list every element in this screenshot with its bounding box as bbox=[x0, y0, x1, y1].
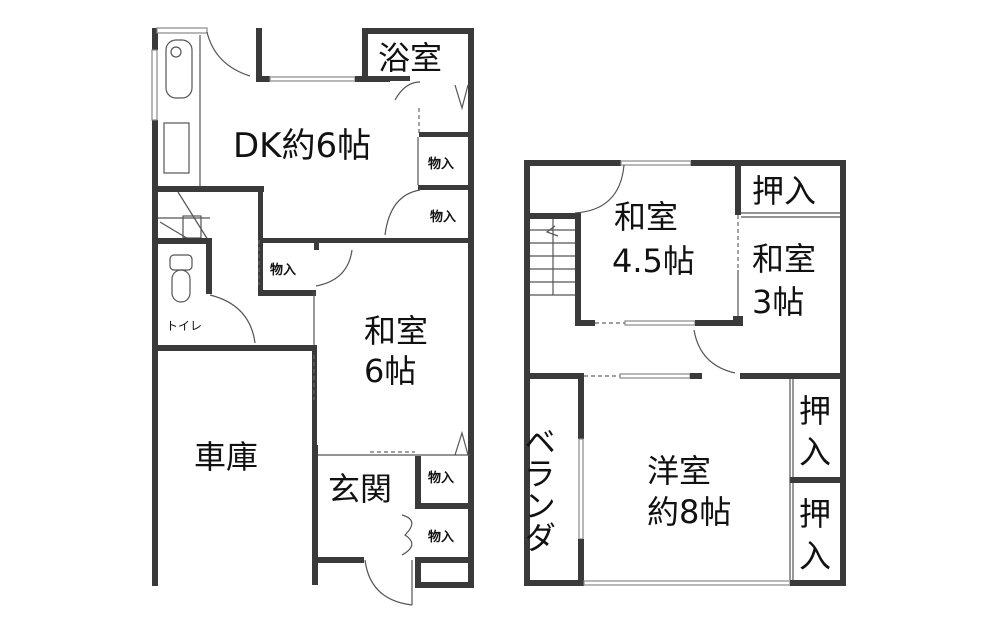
room-label-washitsu-45-line1: 和室 bbox=[614, 198, 678, 236]
floor-1 bbox=[151, 27, 474, 606]
room-label-washitsu-45-line2: 4.5帖 bbox=[612, 242, 695, 280]
room-label-washitsu-3-line1: 和室 bbox=[752, 240, 816, 278]
room-label-dk: DK約6帖 bbox=[233, 126, 371, 166]
room-label-oshiire-2b: 入 bbox=[799, 433, 831, 471]
room-label-garage: 車庫 bbox=[194, 438, 258, 476]
room-label-veranda: ベランダ bbox=[519, 425, 557, 553]
room-label-washitsu-6-line2: 6帖 bbox=[364, 352, 416, 390]
room-label-storage-2: 物入 bbox=[430, 209, 456, 225]
room-label-oshiire-3b: 入 bbox=[799, 537, 831, 575]
room-label-storage-1: 物入 bbox=[428, 156, 454, 172]
room-label-oshiire-2a: 押 bbox=[799, 392, 831, 430]
room-label-washitsu-3-line2: 3帖 bbox=[752, 283, 804, 321]
room-label-youshitsu-line2: 約8帖 bbox=[647, 493, 731, 531]
room-label-washitsu-6-line1: 和室 bbox=[364, 312, 428, 350]
room-label-entrance: 玄関 bbox=[328, 470, 392, 508]
room-label-youshitsu-line1: 洋室 bbox=[647, 452, 711, 490]
room-label-toilet: トイレ bbox=[166, 319, 202, 333]
room-label-oshiire-3a: 押 bbox=[799, 495, 831, 533]
room-label-storage-4: 物入 bbox=[428, 470, 454, 486]
room-label-oshiire-1: 押入 bbox=[752, 172, 816, 210]
floor-2 bbox=[524, 160, 846, 586]
room-label-bath: 浴室 bbox=[378, 39, 442, 77]
room-label-storage-3: 物入 bbox=[270, 262, 296, 278]
room-label-storage-5: 物入 bbox=[428, 529, 454, 545]
